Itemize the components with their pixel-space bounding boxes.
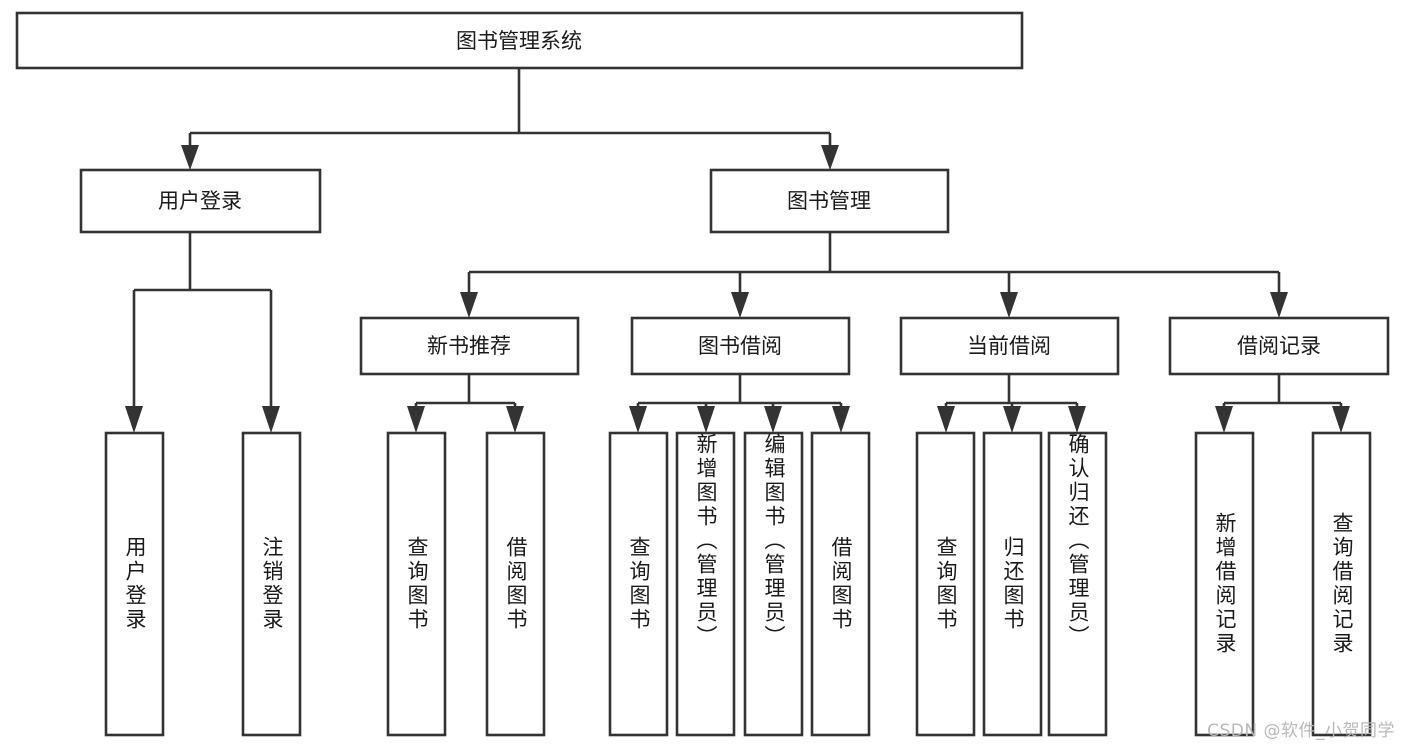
- leaf-box-book-borrow-2[interactable]: [675, 431, 736, 737]
- watermark-text: CSDN @软件_小贺同学: [1207, 721, 1395, 741]
- node-user-login-label: 用户登录: [158, 189, 242, 213]
- arrow-head-root-to-book-manage: [821, 145, 839, 170]
- arrow-head-user-login-leaf-1: [125, 406, 143, 433]
- arrow-head-br-leaf-2: [1332, 406, 1350, 433]
- node-new-book-recommend-box[interactable]: [359, 316, 580, 376]
- node-book-manage[interactable]: 图书管理: [709, 168, 950, 234]
- node-root-label: 图书管理系统: [456, 29, 582, 53]
- node-root-box[interactable]: [15, 11, 1024, 70]
- connector-group-book-borrow: [629, 374, 850, 433]
- arrow-head-nb-leaf-2: [506, 406, 524, 433]
- leaf-box-current-borrow-1[interactable]: [915, 431, 976, 737]
- arrow-head-cb-leaf-3: [1068, 406, 1086, 433]
- node-user-login-box[interactable]: [79, 168, 322, 234]
- node-new-book-recommend-label: 新书推荐: [427, 334, 511, 358]
- node-book-borrow-box[interactable]: [630, 316, 851, 376]
- arrow-head-bb-leaf-3: [764, 406, 782, 433]
- connector-group-book-manage: [460, 232, 1288, 318]
- connector-group-new-book: [407, 374, 524, 433]
- node-book-borrow[interactable]: 图书借阅: [630, 316, 851, 376]
- node-borrow-record-label: 借阅记录: [1237, 334, 1321, 358]
- leaf-box-user-login-2[interactable]: [241, 431, 302, 737]
- node-book-manage-label: 图书管理: [787, 189, 871, 213]
- leaf-box-new-book-1[interactable]: [386, 431, 447, 737]
- arrow-head-br-leaf-1: [1215, 406, 1233, 433]
- leaf-box-book-borrow-3[interactable]: [743, 431, 804, 737]
- node-new-book-recommend[interactable]: 新书推荐: [359, 316, 580, 376]
- node-current-borrow[interactable]: 当前借阅: [899, 316, 1120, 376]
- arrow-head-bb-leaf-2: [697, 406, 715, 433]
- arrow-head-bm-to-new-book: [460, 292, 478, 318]
- leaf-box-user-login-1[interactable]: [104, 431, 165, 737]
- arrow-head-cb-leaf-1: [937, 406, 955, 433]
- leaf-box-borrow-record-2[interactable]: [1311, 431, 1372, 737]
- node-user-login[interactable]: 用户登录: [79, 168, 322, 234]
- leaf-box-new-book-2[interactable]: [485, 431, 546, 737]
- arrow-head-bm-to-borrow-record: [1270, 292, 1288, 318]
- node-borrow-record[interactable]: 借阅记录: [1168, 316, 1390, 376]
- leaf-box-book-borrow-4[interactable]: [810, 431, 871, 737]
- arrow-head-user-login-leaf-2: [262, 406, 280, 433]
- node-book-borrow-label: 图书借阅: [698, 334, 782, 358]
- arrow-head-root-to-user-login: [181, 145, 199, 170]
- node-current-borrow-box[interactable]: [899, 316, 1120, 376]
- connector-group-user-login: [125, 232, 280, 433]
- connector-group-root: [181, 68, 839, 170]
- arrow-head-cb-leaf-2: [1003, 406, 1021, 433]
- node-current-borrow-label: 当前借阅: [967, 334, 1051, 358]
- arrow-head-bb-leaf-1: [629, 406, 647, 433]
- arrow-head-bm-to-current-borrow: [1000, 292, 1018, 318]
- node-book-manage-box[interactable]: [709, 168, 950, 234]
- arrow-head-bm-to-book-borrow: [731, 292, 749, 318]
- connector-group-borrow-record: [1215, 374, 1350, 433]
- leaf-box-current-borrow-2[interactable]: [982, 431, 1043, 737]
- leaf-box-current-borrow-3[interactable]: [1047, 431, 1108, 737]
- leaf-box-borrow-record-1[interactable]: [1194, 431, 1255, 737]
- leaf-box-book-borrow-1[interactable]: [608, 431, 669, 737]
- node-borrow-record-box[interactable]: [1168, 316, 1390, 376]
- connector-group-current-borrow: [937, 374, 1086, 433]
- arrow-head-nb-leaf-1: [407, 406, 425, 433]
- node-root[interactable]: 图书管理系统: [15, 11, 1024, 70]
- arrow-head-bb-leaf-4: [832, 406, 850, 433]
